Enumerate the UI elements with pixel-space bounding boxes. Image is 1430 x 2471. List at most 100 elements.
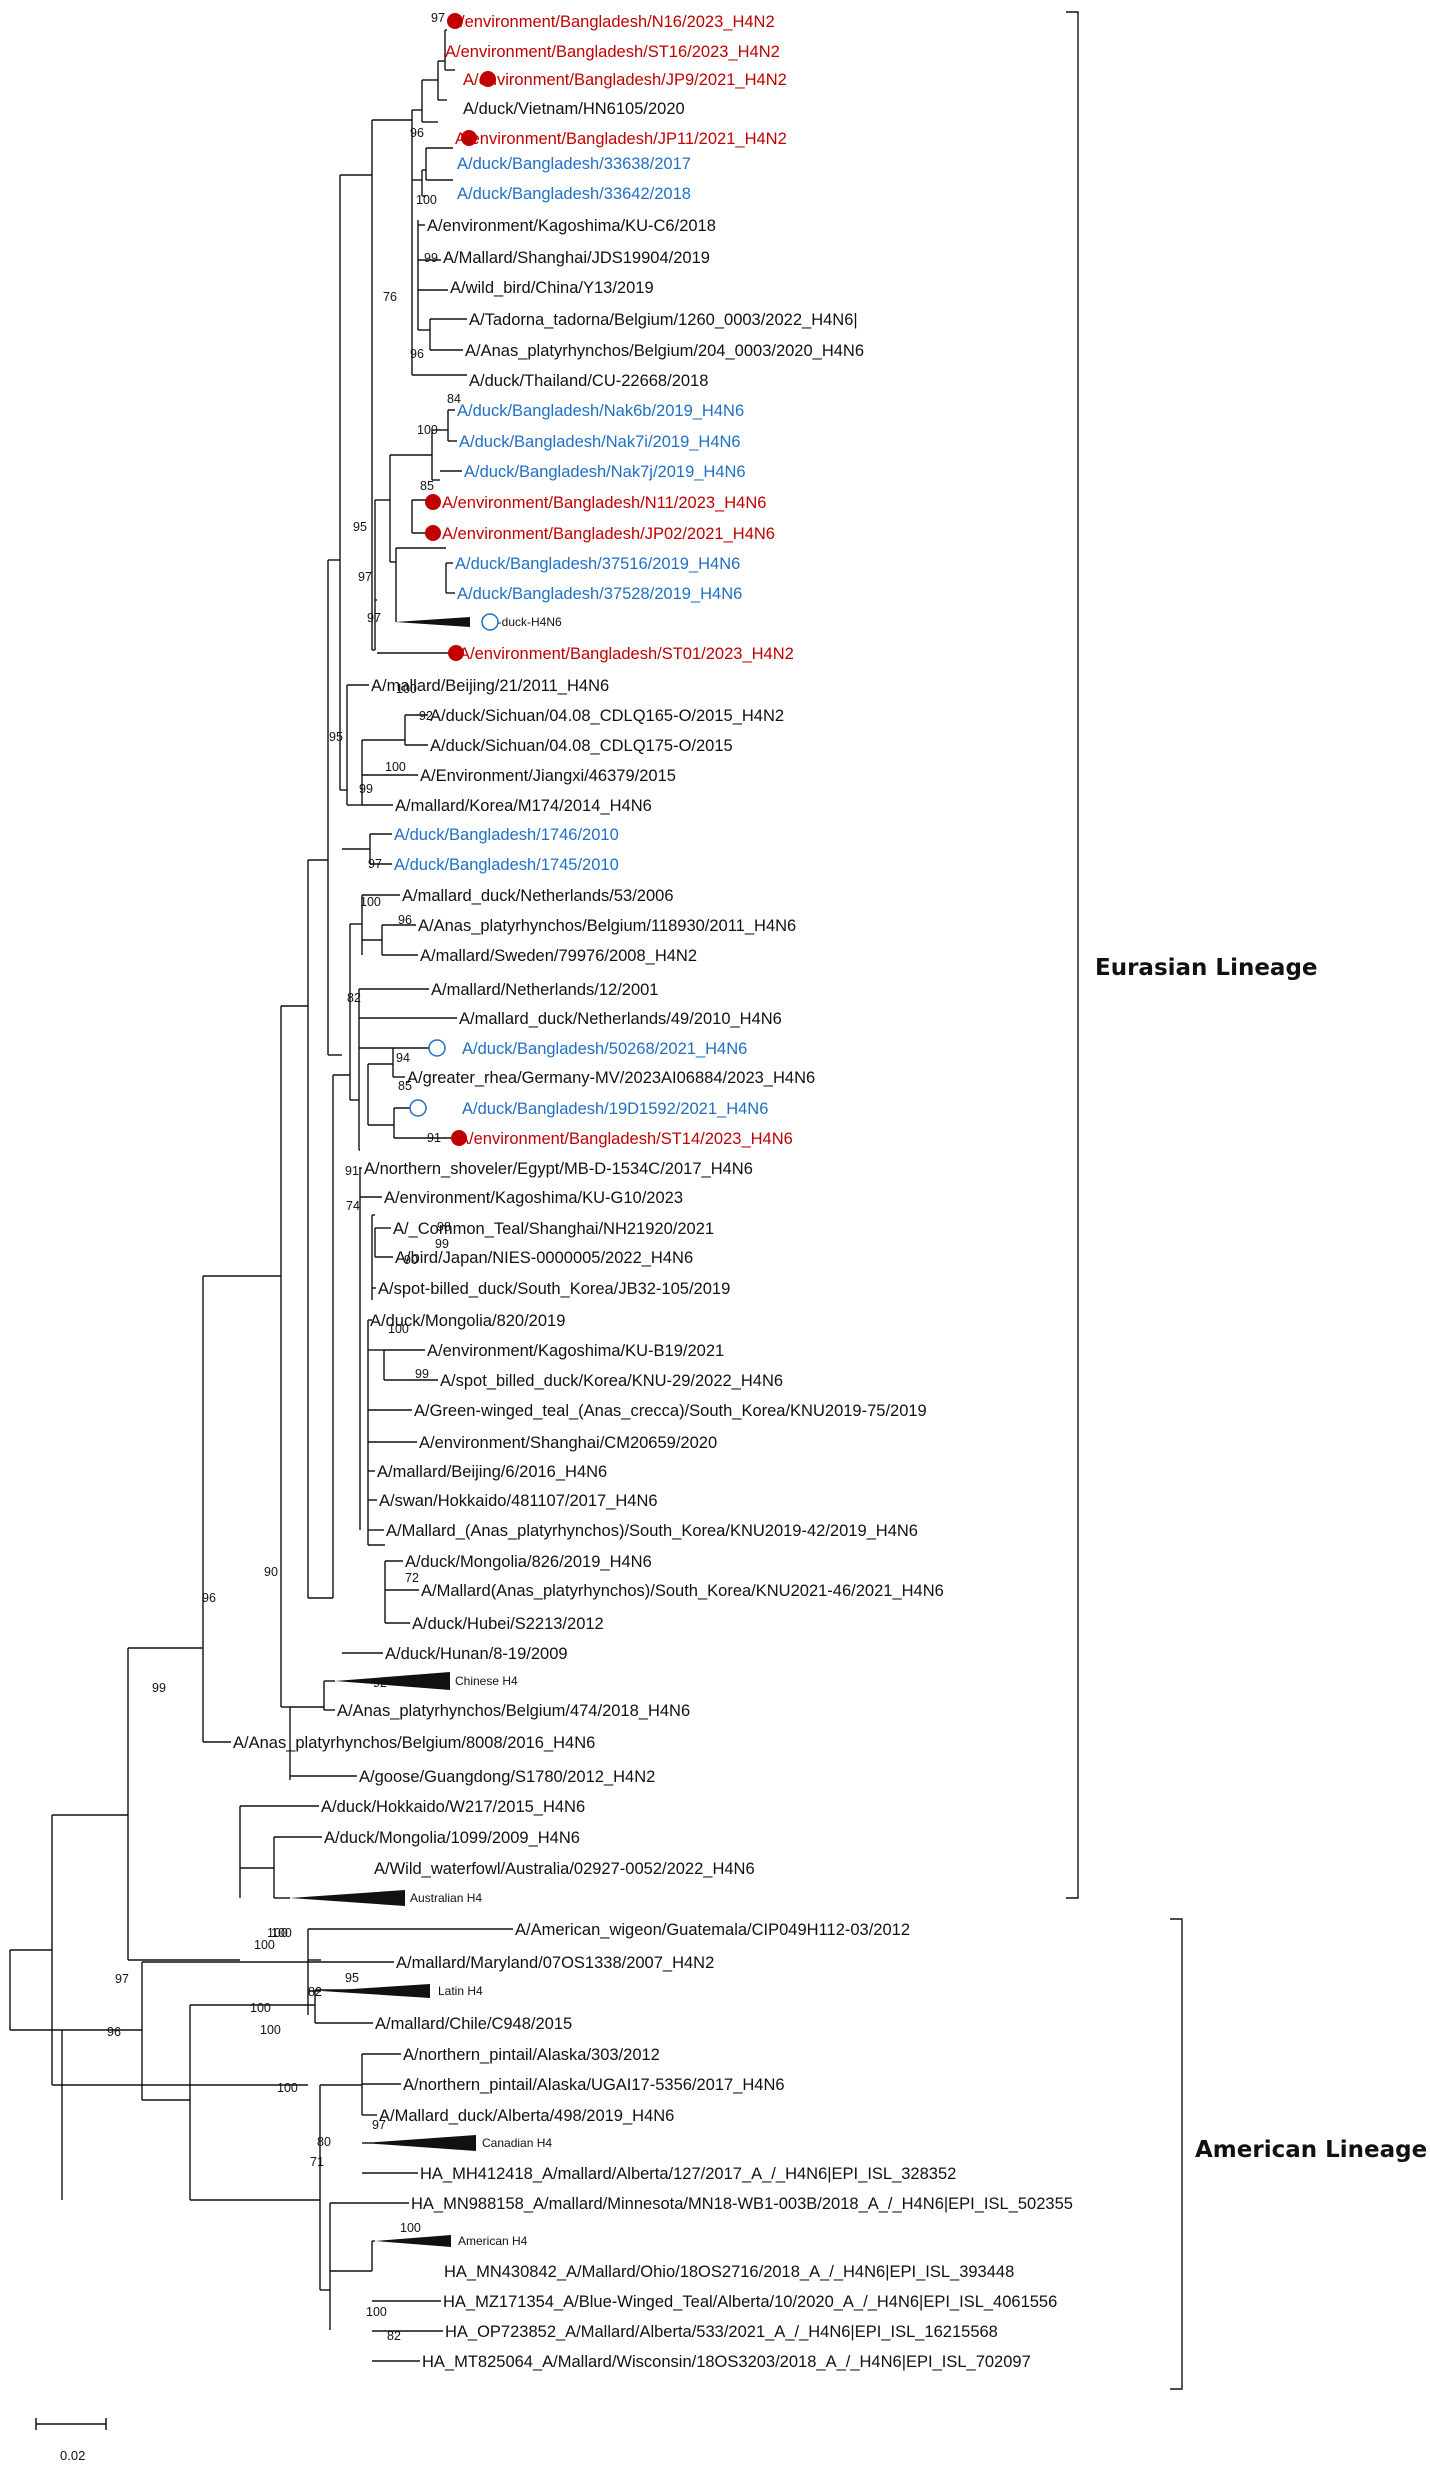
leaf-label: A/Anas_platyrhynchos/Belgium/474/2018_H4…: [337, 1702, 690, 1720]
leaf-label: A/environment/Bangladesh/JP02/2021_H4N6: [442, 525, 775, 543]
leaf-label: A/bird/Japan/NIES-0000005/2022_H4N6: [395, 1249, 693, 1267]
bootstrap-value: 95: [353, 520, 367, 534]
leaf-label: A/duck/Hokkaido/W217/2015_H4N6: [321, 1798, 585, 1816]
leaf-label: A/mallard/Beijing/6/2016_H4N6: [377, 1463, 607, 1481]
scale-bar: 0.02: [35, 2418, 107, 2463]
bootstrap-value: 98: [437, 1220, 451, 1234]
leaf-label: A/environment/Bangladesh/ST01/2023_H4N2: [459, 645, 794, 663]
bootstrap-value: 100: [360, 895, 381, 909]
bootstrap-value: 100: [277, 2081, 298, 2095]
bootstrap-value: 97: [358, 570, 372, 584]
leaf-label: A/duck/Sichuan/04.08_CDLQ165-O/2015_H4N2: [430, 707, 784, 725]
bootstrap-value: 85: [398, 1079, 412, 1093]
leaf-label: A/duck/Vietnam/HN6105/2020: [463, 100, 685, 118]
leaf-label: A/mallard/Beijing/21/2011_H4N6: [371, 677, 609, 695]
leaf-label: HA_MN988158_A/mallard/Minnesota/MN18-WB1…: [411, 2195, 1073, 2213]
leaf-label: A/environment/Bangladesh/ST16/2023_H4N2: [445, 43, 780, 61]
collapsed-clade-label: Canadian H4: [482, 2136, 552, 2150]
bootstrap-value: 92: [373, 1676, 387, 1690]
leaf-label: A/greater_rhea/Germany-MV/2023AI06884/20…: [407, 1069, 815, 1087]
bootstrap-value: 97: [431, 11, 445, 25]
environment-sample-marker: [447, 13, 463, 29]
leaf-label: A/duck/Bangladesh/1745/2010: [394, 856, 619, 874]
bootstrap-value: 100: [417, 423, 438, 437]
leaf-label: A/duck/Bangladesh/50268/2021_H4N6: [462, 1040, 747, 1058]
leaf-label: A/duck/Bangladesh/33638/2017: [457, 155, 691, 173]
bootstrap-value: 94: [396, 1051, 410, 1065]
collapsed-clade-triangle: [290, 1890, 405, 1906]
leaf-labels: A/environment/Bangladesh/N16/2023_H4N2A/…: [233, 13, 1073, 2371]
bootstrap-value: 80: [317, 2135, 331, 2149]
leaf-label: A/duck/Bangladesh/1746/2010: [394, 826, 619, 844]
bootstrap-value: 96: [202, 1591, 216, 1605]
leaf-label: A/mallard/Maryland/07OS1338/2007_H4N2: [396, 1954, 714, 1972]
leaf-label: A/mallard/Korea/M174/2014_H4N6: [395, 797, 652, 815]
bootstrap-value: 100: [416, 193, 437, 207]
bootstrap-value: 97: [368, 857, 382, 871]
environment-sample-marker: [451, 1130, 467, 1146]
leaf-label: A/environment/Bangladesh/JP11/2021_H4N2: [455, 130, 787, 148]
lineage-brackets: [1066, 11, 1183, 2390]
leaf-label: A/Anas_platyrhynchos/Belgium/118930/2011…: [418, 917, 796, 935]
bootstrap-value: 100: [254, 1938, 275, 1952]
collapsed-clade-label: Australian H4: [410, 1891, 482, 1905]
bootstrap-value: 100: [260, 2023, 281, 2037]
leaf-label: HA_MT825064_A/Mallard/Wisconsin/18OS3203…: [422, 2353, 1031, 2371]
leaf-label: A/spot_billed_duck/Korea/KNU-29/2022_H4N…: [440, 1372, 783, 1390]
sample-markers: [409, 13, 499, 1146]
leaf-label: HA_OP723852_A/Mallard/Alberta/533/2021_A…: [445, 2323, 998, 2341]
bootstrap-value: 97: [115, 1972, 129, 1986]
collapsed-clade-triangle: [321, 1984, 430, 1998]
leaf-label: A/Green-winged_teal_(Anas_crecca)/South_…: [414, 1402, 927, 1420]
collapsed-clade-label: Chinese H4: [455, 1674, 518, 1688]
bootstrap-value: 100: [400, 2221, 421, 2235]
leaf-label: A/environment/Bangladesh/JP9/2021_H4N2: [463, 71, 787, 89]
environment-sample-marker: [448, 645, 464, 661]
leaf-label: A/Mallard(Anas_platyrhynchos)/South_Kore…: [421, 1582, 944, 1600]
leaf-label: A/mallard/Sweden/79976/2008_H4N2: [420, 947, 697, 965]
collapsed-clade-triangle: [363, 2135, 476, 2151]
duck-sample-marker: [409, 1099, 427, 1117]
bootstrap-value: 82: [347, 991, 361, 1005]
bootstrap-value: 99: [152, 1681, 166, 1695]
leaf-label: A/duck/Mongolia/1099/2009_H4N6: [324, 1829, 580, 1847]
leaf-label: A/mallard_duck/Netherlands/53/2006: [402, 887, 674, 905]
lineage-bracket: [1066, 11, 1079, 1899]
leaf-label: A/mallard_duck/Netherlands/49/2010_H4N6: [459, 1010, 782, 1028]
leaf-label: A/environment/Kagoshima/KU-B19/2021: [427, 1342, 724, 1360]
leaf-label: A/duck/Hunan/8-19/2009: [385, 1645, 568, 1663]
bootstrap-value: 91: [345, 1164, 359, 1178]
leaf-label: A/duck/Bangladesh/33642/2018: [457, 185, 691, 203]
leaf-label: A/Wild_waterfowl/Australia/02927-0052/20…: [374, 1860, 755, 1878]
leaf-label: A/duck/Bangladesh/Nak7i/2019_H4N6: [459, 433, 741, 451]
leaf-label: A/duck/Mongolia/826/2019_H4N6: [405, 1553, 652, 1571]
leaf-label: A/environment/Bangladesh/N16/2023_H4N2: [449, 13, 775, 31]
leaf-label: A/environment/Bangladesh/N11/2023_H4N6: [442, 494, 766, 512]
leaf-label: A/environment/Shanghai/CM20659/2020: [419, 1434, 717, 1452]
leaf-label: HA_MN430842_A/Mallard/Ohio/18OS2716/2018…: [444, 2263, 1014, 2281]
leaf-label: A/spot-billed_duck/South_Korea/JB32-105/…: [378, 1280, 730, 1298]
bootstrap-value: 72: [405, 1571, 419, 1585]
bootstrap-value: 99: [415, 1367, 429, 1381]
collapsed-clade-label: American H4: [458, 2234, 528, 2248]
bootstrap-value: 99: [435, 1237, 449, 1251]
environment-sample-marker: [480, 71, 496, 87]
bootstrap-value: 100: [366, 2305, 387, 2319]
bootstrap-value: 97: [372, 2118, 386, 2132]
leaf-label: A/duck/Bangladesh/37516/2019_H4N6: [455, 555, 740, 573]
bootstrap-value: 99: [359, 782, 373, 796]
bootstrap-value: 96: [398, 913, 412, 927]
duck-sample-marker: [428, 1039, 446, 1057]
leaf-label: A/wild_bird/China/Y13/2019: [450, 279, 654, 297]
bootstrap-value: 71: [310, 2155, 324, 2169]
bootstrap-value: 92: [419, 709, 433, 723]
lineage-label-american: American Lineage: [1195, 2137, 1427, 2163]
leaf-label: A/swan/Hokkaido/481107/2017_H4N6: [379, 1492, 658, 1510]
leaf-label: A/northern_shoveler/Egypt/MB-D-1534C/201…: [364, 1160, 753, 1178]
leaf-label: A/environment/Bangladesh/ST14/2023_H4N6: [458, 1130, 793, 1148]
scale-bar-label: 0.02: [60, 2448, 85, 2463]
bootstrap-value: 99: [424, 251, 438, 265]
leaf-label: A/environment/Kagoshima/KU-C6/2018: [427, 217, 716, 235]
